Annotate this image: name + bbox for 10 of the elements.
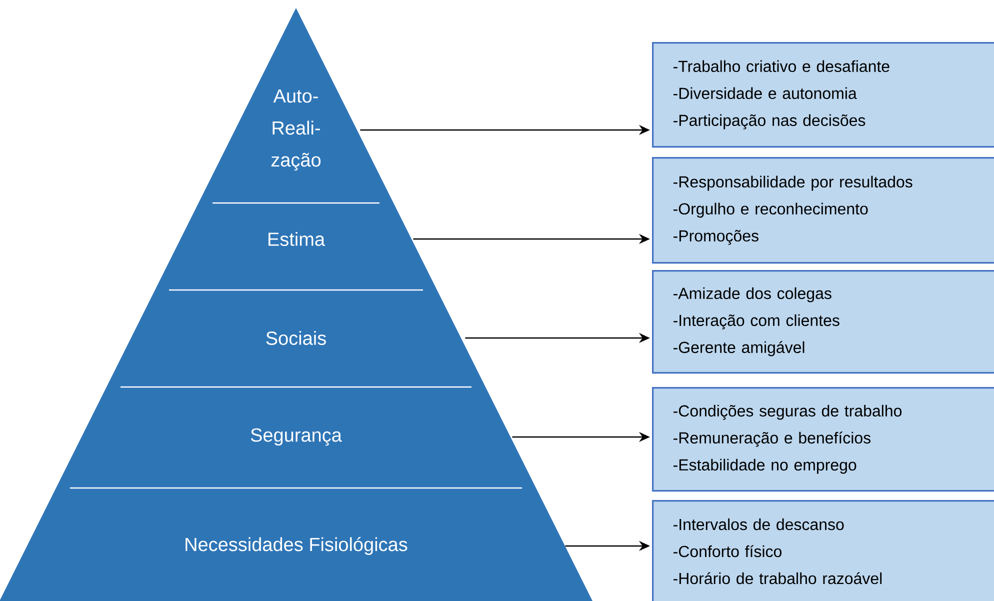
pyramid-level: Estima xyxy=(155,202,437,290)
text-box: -Amizade dos colegas -Interação com clientes -Gerente amigável xyxy=(652,270,994,374)
text-box: -Intervalos de descanso -Conforto físico -Horário de trabalho razoável xyxy=(652,500,994,601)
pyramid-level: Auto- Reali- zação xyxy=(198,8,394,203)
text-box: -Condições seguras de trabalho -Remuneração e benefícios -Estabilidade no emprego xyxy=(652,386,994,492)
pyramid-level: Sociais xyxy=(106,290,486,387)
text-box: -Trabalho criativo e desafiante -Diversidade e autonomia -Participação nas decisões xyxy=(652,42,994,148)
text-box: -Responsabilidade por resultados -Orgulho e reconhecimento -Promoções xyxy=(652,156,994,264)
pyramid-level: Segurança xyxy=(56,386,536,488)
pyramid-level: Necessidades Fisiológicas xyxy=(0,488,592,601)
